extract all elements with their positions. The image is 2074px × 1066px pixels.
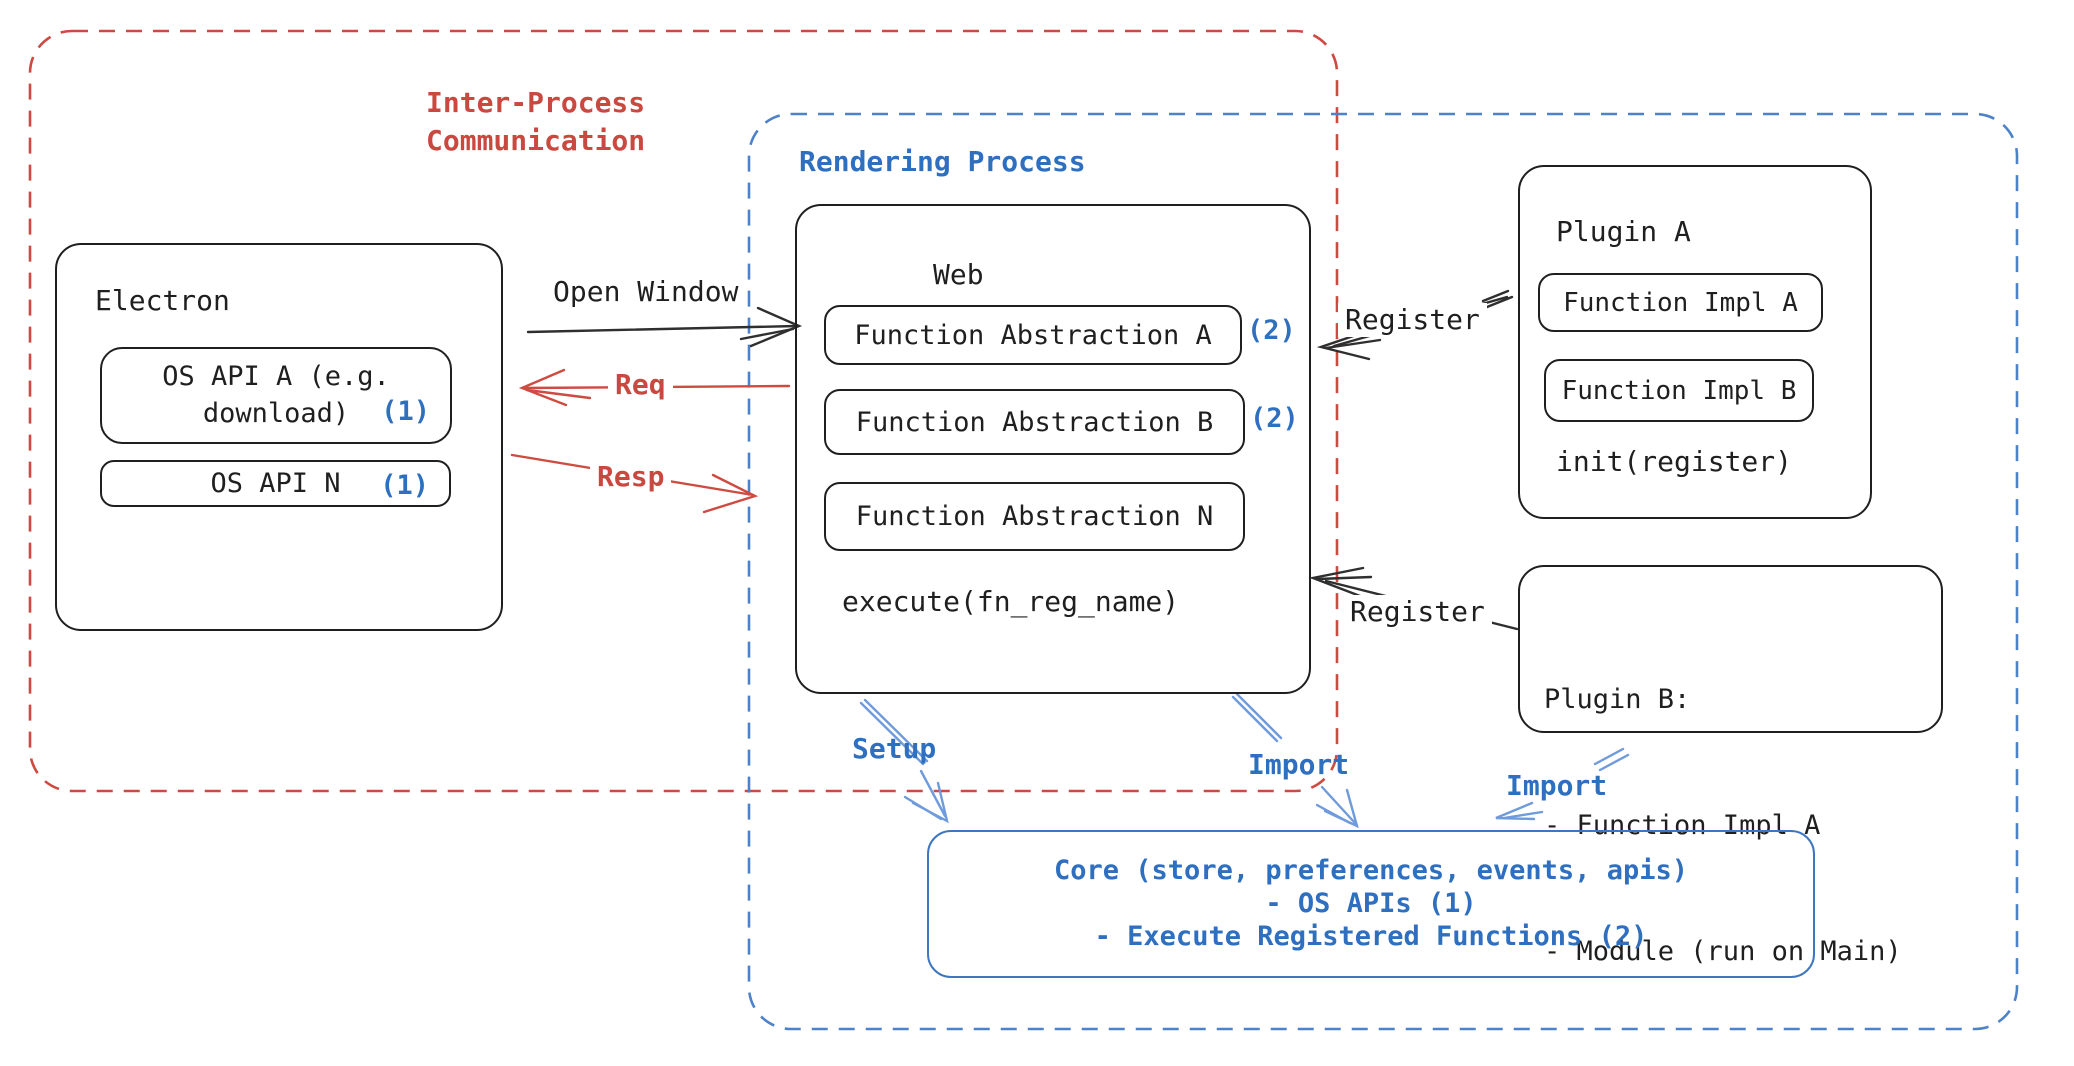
fa-b-ref: (2) <box>1250 403 1299 434</box>
function-impl-b-label: Function Impl B <box>1561 375 1797 406</box>
os-api-n-text: OS API N (1) <box>102 462 449 505</box>
import-mid-arrow-line <box>1231 692 1283 743</box>
import-mid-label: Import <box>1248 748 1350 781</box>
os-api-a-line1: OS API A (e.g. <box>162 361 390 392</box>
core-text: Core (store, preferences, events, apis) … <box>929 832 1813 953</box>
fa-a-ref: (2) <box>1247 315 1296 346</box>
os-api-n-ref: (1) <box>380 470 429 501</box>
register-top-label: Register <box>1338 303 1487 338</box>
function-abstraction-n-label: Function Abstraction N <box>855 501 1214 532</box>
register-bottom-arrow-head <box>1308 566 1365 598</box>
import-right-arrow-head <box>1495 801 1536 821</box>
import-right-arrow-head-extra <box>1502 810 1544 820</box>
import-right-label: Import <box>1506 769 1608 802</box>
function-impl-b-box: Function Impl B <box>1544 359 1814 422</box>
plugin-a-box: Plugin A Function Impl A Function Impl B… <box>1518 165 1872 519</box>
electron-title: Electron <box>95 284 230 317</box>
req-arrow-head-extra <box>525 388 592 400</box>
plugin-b-text: Plugin B: - Function Impl A - Module (ru… <box>1544 595 1902 1057</box>
plugin-b-item1: - Function Impl A <box>1544 810 1821 841</box>
core-box: Core (store, preferences, events, apis) … <box>927 830 1815 978</box>
function-abstraction-n-box: Function Abstraction N <box>824 482 1245 551</box>
import-mid-arrow-head <box>1323 788 1359 829</box>
init-register-label: init(register) <box>1556 445 1793 478</box>
req-label: Req <box>608 368 673 403</box>
ipc-label-line2: Communication <box>426 124 646 157</box>
core-line2: - OS APIs (1) <box>1265 888 1477 919</box>
ipc-label-line1: Inter-Process <box>426 86 646 119</box>
os-api-a-box: OS API A (e.g. download) (1) <box>100 347 452 444</box>
os-api-n-label: OS API N <box>210 468 341 499</box>
function-impl-a-label: Function Impl A <box>1563 287 1798 318</box>
resp-arrow-head <box>702 473 759 514</box>
function-impl-a-box: Function Impl A <box>1538 273 1823 332</box>
electron-box: Electron OS API A (e.g. download) (1) OS … <box>55 243 503 631</box>
plugin-b-box: Plugin B: - Function Impl A - Module (ru… <box>1518 565 1943 967</box>
setup-arrow-line2 <box>919 769 947 818</box>
function-abstraction-a-label: Function Abstraction A <box>854 319 1212 351</box>
plugin-b-item2: - Module (run on Main) <box>1544 936 1902 967</box>
open-window-arrow-head <box>749 306 803 348</box>
import-mid-arrow-line2 <box>1320 785 1357 825</box>
setup-arrow-head <box>911 781 949 824</box>
import-mid-arrow-head-extra <box>1315 803 1352 825</box>
os-api-n-box: OS API N (1) <box>100 460 451 507</box>
execute-label: execute(fn_reg_name) <box>842 585 1180 618</box>
core-line3: - Execute Registered Functions (2) <box>1094 921 1648 952</box>
setup-label: Setup <box>852 732 937 765</box>
plugin-b-title: Plugin B: <box>1544 684 1691 715</box>
rendering-region-label: Rendering Process <box>799 145 1086 178</box>
setup-arrow-head-extra <box>903 795 943 821</box>
open-window-label: Open Window <box>553 275 739 308</box>
web-box: Web Function Abstraction A Function Abst… <box>795 204 1311 694</box>
web-title: Web <box>933 258 984 291</box>
register-bottom-label: Register <box>1343 595 1492 630</box>
plugin-a-title: Plugin A <box>1556 215 1691 248</box>
function-abstraction-b-label: Function Abstraction B <box>855 406 1214 438</box>
open-window-arrow-line <box>526 324 799 334</box>
core-line1: Core (store, preferences, events, apis) <box>1054 855 1688 886</box>
register-top-slash <box>1481 289 1514 309</box>
os-api-a-line2: download) <box>202 398 350 429</box>
function-abstraction-b-box: Function Abstraction B <box>824 389 1245 455</box>
register-top-arrow-head-extra <box>1324 338 1382 350</box>
os-api-a-text: OS API A (e.g. download) (1) <box>102 349 450 432</box>
os-api-a-ref: (1) <box>381 396 430 427</box>
os-api-a-line2-row: download) (1) <box>102 395 450 432</box>
resp-label: Resp <box>590 460 672 495</box>
open-window-arrow-head-extra <box>739 327 795 341</box>
function-abstraction-a-box: Function Abstraction A <box>824 305 1242 365</box>
req-arrow-head <box>518 368 568 407</box>
register-bottom-arrow-head-extra <box>1316 575 1373 581</box>
